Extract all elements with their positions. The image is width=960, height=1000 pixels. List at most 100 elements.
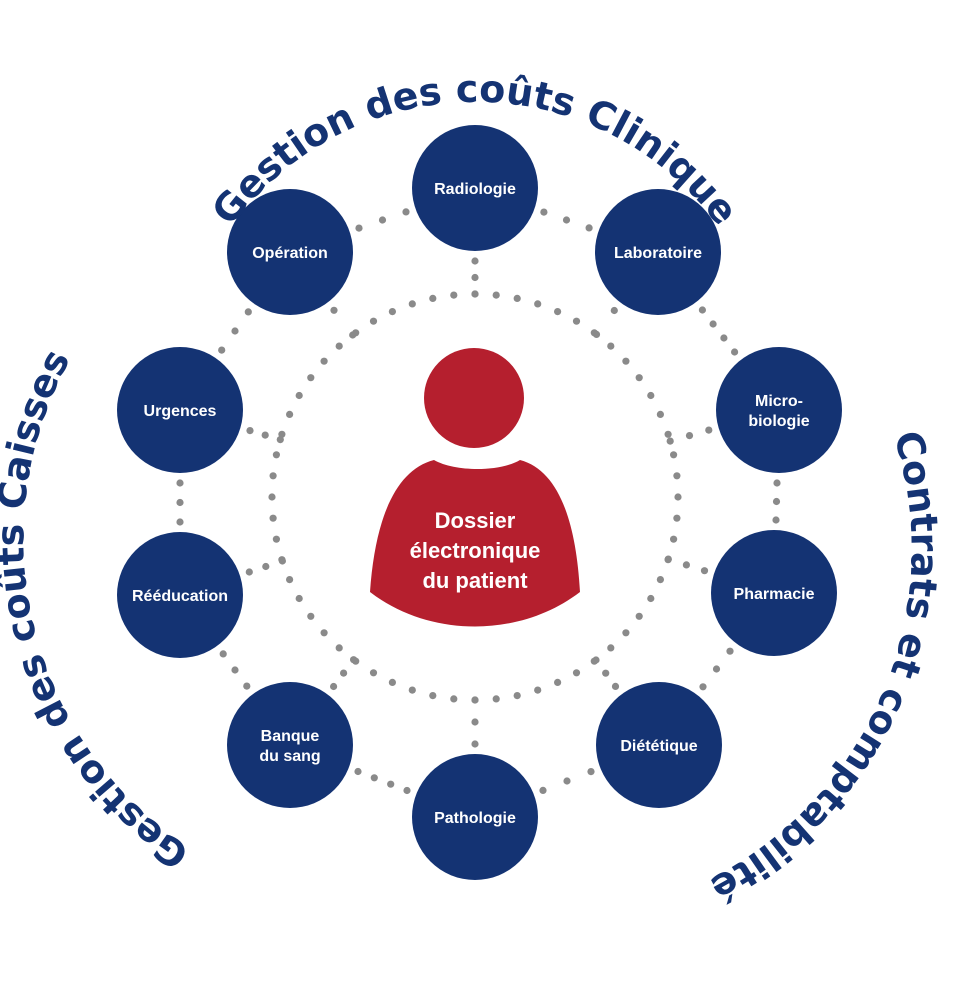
connection-dot (471, 290, 479, 298)
connection-dot (492, 695, 500, 703)
node-label: Rééducation (132, 588, 228, 605)
connection-dot (592, 656, 600, 664)
node-urgences: Urgences (117, 347, 243, 473)
connection-dot (471, 257, 479, 265)
connection-dot (268, 493, 276, 501)
node-label: Radiologie (434, 181, 516, 198)
connection-dot (176, 498, 184, 507)
connection-dot (387, 780, 395, 788)
node-microbiologie: Micro-biologie (716, 347, 842, 473)
connection-dot (340, 669, 348, 677)
node-circle (227, 682, 353, 808)
connection-dot (540, 208, 548, 216)
node-label-line: Pharmacie (734, 586, 815, 603)
connection-dot (647, 391, 655, 400)
person-icon (424, 348, 524, 448)
node-reeducation: Rééducation (117, 532, 243, 658)
node-label-line: Banque (261, 728, 320, 745)
dotted-connections (176, 208, 781, 795)
connection-dot (219, 650, 227, 658)
connection-dot (635, 612, 643, 620)
connection-dot (429, 692, 437, 700)
node-circle (412, 125, 538, 251)
connection-dot (307, 374, 315, 382)
connection-dot (261, 431, 269, 439)
connection-dot (388, 308, 396, 316)
department-nodes: RadiologieLaboratoireMicro-biologiePharm… (117, 125, 842, 880)
node-label-line: Rééducation (132, 588, 228, 605)
center-label-line: électronique (410, 538, 541, 563)
connection-dot (471, 718, 479, 726)
connection-dot (699, 683, 707, 691)
connection-dot (369, 669, 378, 677)
connection-dot (726, 647, 734, 655)
connection-dot (349, 331, 357, 339)
node-label-line: biologie (748, 413, 809, 430)
connection-dot (563, 777, 571, 785)
connection-dot (664, 430, 672, 438)
connection-dot (355, 224, 363, 232)
connection-dot (685, 432, 694, 440)
center-label-line: Dossier (435, 508, 516, 533)
connection-dot (335, 342, 343, 350)
connection-dot (664, 555, 672, 563)
connection-dot (705, 426, 713, 434)
node-circle (227, 189, 353, 315)
node-label-line: Urgences (144, 403, 217, 420)
connection-dot (269, 514, 277, 522)
connection-dot (773, 479, 781, 487)
connection-dot (330, 306, 338, 314)
connection-dot (602, 669, 610, 677)
connection-dot (534, 686, 542, 694)
connection-dot (335, 644, 343, 652)
connection-dot (513, 692, 521, 700)
connection-dot (539, 786, 547, 795)
connection-dot (471, 273, 479, 282)
node-label: Micro-biologie (748, 393, 809, 430)
connection-dot (772, 516, 780, 524)
node-label-line: Opération (252, 245, 328, 262)
node-label-line: Micro- (755, 393, 803, 410)
connection-dot (369, 317, 378, 325)
connection-dot (700, 567, 709, 575)
node-label: Pharmacie (734, 586, 815, 603)
connection-dot (269, 472, 277, 480)
connection-dot (610, 306, 618, 315)
node-radiologie: Radiologie (412, 125, 538, 251)
connection-dot (607, 644, 615, 652)
connection-dot (656, 410, 665, 418)
connection-dot (554, 308, 562, 316)
connection-dot (286, 576, 294, 584)
connection-dot (272, 535, 280, 543)
node-label: Pathologie (434, 810, 516, 827)
person-body-shape (370, 460, 580, 627)
connection-dot (720, 334, 728, 342)
node-label: Urgences (144, 403, 217, 420)
connection-dot (402, 208, 410, 216)
connection-dot (513, 294, 521, 302)
connection-dot (585, 224, 593, 232)
connection-dot (246, 427, 254, 435)
connection-dot (176, 479, 184, 487)
connection-dot (562, 216, 571, 224)
node-circle (716, 347, 842, 473)
connection-dot (622, 629, 630, 637)
node-circle (412, 754, 538, 880)
node-circle (117, 347, 243, 473)
connection-dot (611, 682, 620, 691)
node-circle (595, 189, 721, 315)
connection-dot (635, 374, 643, 382)
connection-dot (673, 472, 681, 480)
connection-dot (682, 561, 691, 569)
connection-dot (276, 436, 284, 444)
connection-dot (370, 774, 378, 782)
node-operation: Opération (227, 189, 353, 315)
node-label: Opération (252, 245, 328, 262)
node-label: Diététique (620, 738, 697, 755)
connection-dot (278, 557, 286, 565)
connection-dot (378, 216, 387, 224)
